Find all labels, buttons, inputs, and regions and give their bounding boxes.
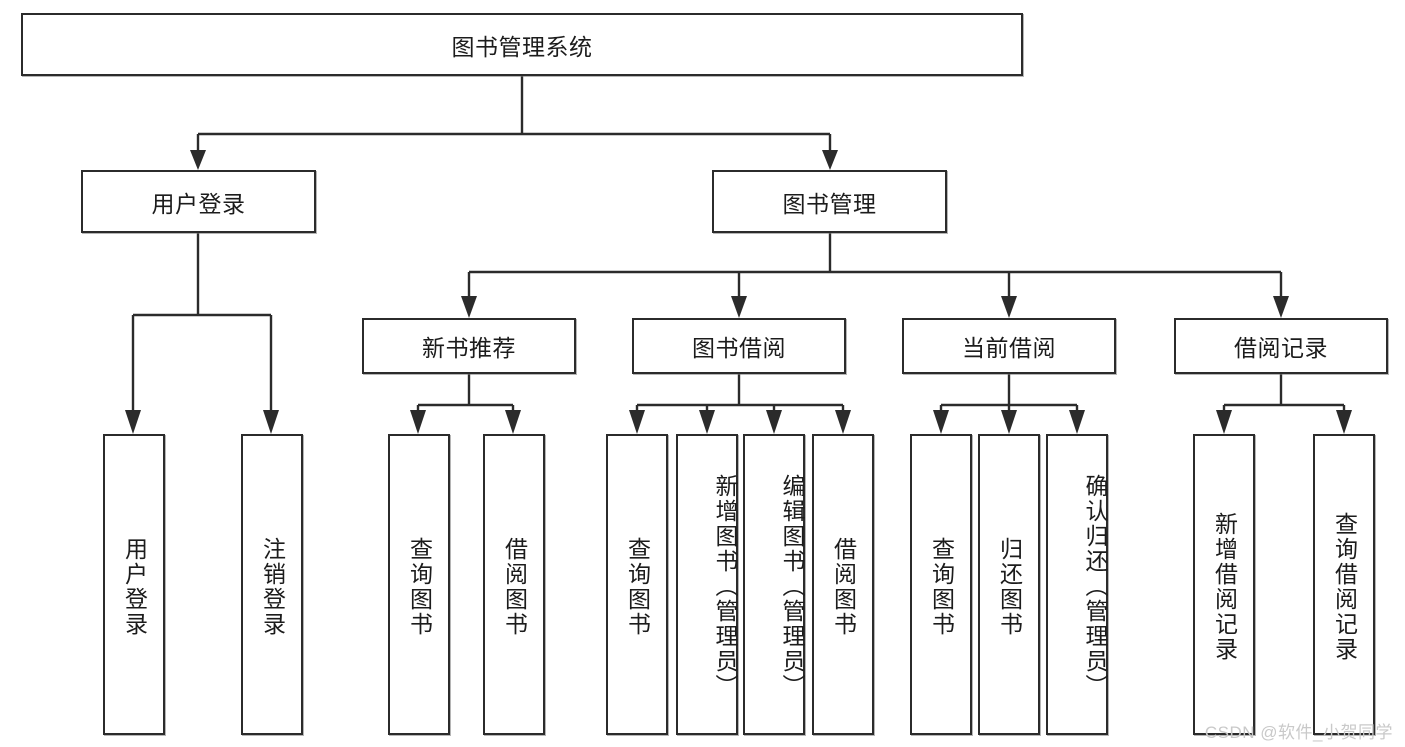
watermark-text: CSDN @软件_小贺同学 xyxy=(1204,723,1393,742)
arrow-cb-c1 xyxy=(933,410,949,434)
arrow-cb-c3 xyxy=(1069,410,1085,434)
arrow-cb-c2 xyxy=(1001,410,1017,434)
node-leaf-borrow-book-recommend[interactable]: 借阅图书 xyxy=(483,434,545,735)
node-label: 归还图书 xyxy=(996,536,1023,637)
arrow-newbook-c2 xyxy=(505,410,521,434)
arrow-bm-l2-1 xyxy=(461,296,477,318)
arrow-bm-l2-3 xyxy=(1001,296,1017,318)
arrow-bb-c4 xyxy=(835,410,851,434)
node-leaf-user-login-action[interactable]: 用户登录 xyxy=(103,434,165,735)
node-leaf-confirm-return-admin[interactable]: 确认归还（管理员） xyxy=(1046,434,1108,735)
node-leaf-query-borrow-record[interactable]: 查询借阅记录 xyxy=(1313,434,1375,735)
arrow-br-c2 xyxy=(1336,410,1352,434)
node-label: 图书管理 xyxy=(782,190,877,217)
node-leaf-edit-book-admin[interactable]: 编辑图书（管理员） xyxy=(743,434,805,735)
node-label: 注销登录 xyxy=(259,536,286,637)
node-leaf-add-book-admin[interactable]: 新增图书（管理员） xyxy=(676,434,738,735)
arrow-userlogin-c2 xyxy=(263,410,279,434)
node-book-management[interactable]: 图书管理 xyxy=(712,170,947,233)
node-leaf-add-borrow-record[interactable]: 新增借阅记录 xyxy=(1193,434,1255,735)
arrow-bm-l2-2 xyxy=(731,296,747,318)
node-leaf-logout[interactable]: 注销登录 xyxy=(241,434,303,735)
node-leaf-query-book-current[interactable]: 查询图书 xyxy=(910,434,972,735)
node-label: 新书推荐 xyxy=(422,335,516,361)
node-label: 确认归还（管理员） xyxy=(1082,474,1108,699)
arrow-root-to-user-login xyxy=(190,150,206,170)
arrow-br-c1 xyxy=(1216,410,1232,434)
node-label: 查询借阅记录 xyxy=(1331,511,1358,662)
node-label: 新增图书（管理员） xyxy=(712,474,738,699)
node-label: 编辑图书（管理员） xyxy=(779,474,805,699)
arrow-userlogin-c1 xyxy=(125,410,141,434)
arrow-bb-c1 xyxy=(629,410,645,434)
node-leaf-borrow-book[interactable]: 借阅图书 xyxy=(812,434,874,735)
node-label: 新增借阅记录 xyxy=(1211,511,1238,662)
node-current-borrow[interactable]: 当前借阅 xyxy=(902,318,1116,374)
node-label: 查询图书 xyxy=(406,536,433,637)
node-borrow-record[interactable]: 借阅记录 xyxy=(1174,318,1388,374)
node-label: 借阅图书 xyxy=(501,536,528,637)
node-label: 借阅记录 xyxy=(1234,335,1328,361)
node-label: 当前借阅 xyxy=(962,335,1056,361)
node-leaf-return-book[interactable]: 归还图书 xyxy=(978,434,1040,735)
node-leaf-query-book-recommend[interactable]: 查询图书 xyxy=(388,434,450,735)
node-label: 用户登录 xyxy=(151,190,246,217)
node-label: 用户登录 xyxy=(121,536,148,637)
arrow-bm-l2-4 xyxy=(1273,296,1289,318)
node-label: 图书借阅 xyxy=(692,335,786,361)
arrow-bb-c3 xyxy=(766,410,782,434)
node-book-borrow[interactable]: 图书借阅 xyxy=(632,318,846,374)
node-user-login[interactable]: 用户登录 xyxy=(81,170,316,233)
node-label: 查询图书 xyxy=(928,536,955,637)
arrow-root-to-book-manage xyxy=(822,150,838,170)
node-label: 查询图书 xyxy=(624,536,651,637)
node-root-book-management-system[interactable]: 图书管理系统 xyxy=(21,13,1023,76)
arrow-newbook-c1 xyxy=(410,410,426,434)
node-new-book-recommend[interactable]: 新书推荐 xyxy=(362,318,576,374)
node-label: 借阅图书 xyxy=(830,536,857,637)
node-label: 图书管理系统 xyxy=(451,33,593,60)
node-leaf-query-book-borrow[interactable]: 查询图书 xyxy=(606,434,668,735)
arrow-bb-c2 xyxy=(699,410,715,434)
